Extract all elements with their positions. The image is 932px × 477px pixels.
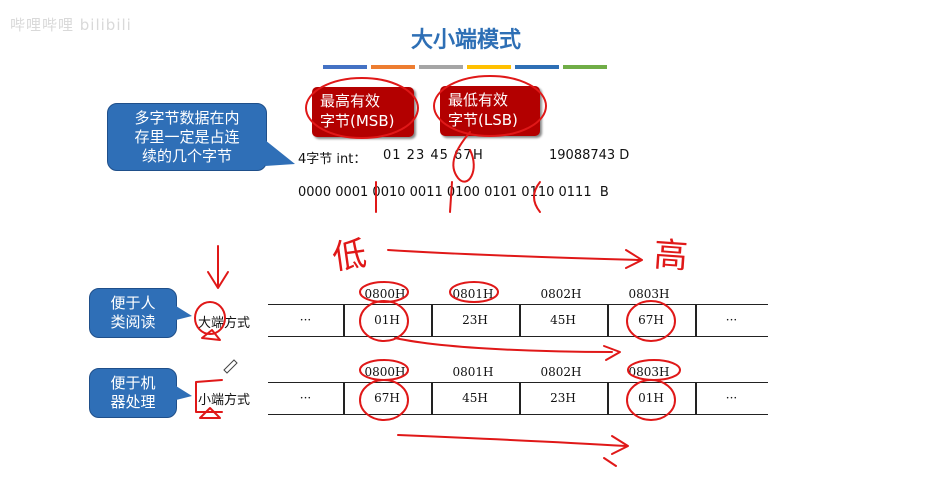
big-addr: 0802H [540,287,582,301]
callout-line: 器处理 [110,393,156,411]
bottom-arrow-tail [603,457,617,467]
callout-human: 便于人 类阅读 [89,288,177,338]
little-addr: 0803H [628,365,670,379]
title-bar-4 [467,65,511,69]
handwritten-high: 高 [652,234,690,278]
big-addr: 0803H [628,287,670,301]
title-bar-2 [371,65,415,69]
little-addr: 0801H [452,365,494,379]
int-hex-suffix: H [473,148,483,163]
memory-cell: 01H [638,391,664,405]
memory-cell: 23H [462,313,488,327]
memory-cell: ··· [725,391,738,405]
big-to-little-curve [394,337,613,353]
lsb-line: 字节(LSB) [448,111,518,129]
lsb-line: 最低有效 [448,91,509,109]
low-high-arrow [387,249,641,261]
memory-cell: 45H [462,391,488,405]
pen-cursor-icon [223,359,238,374]
int-decimal: 19088743 D [549,148,630,163]
big-addr: 0800H [364,287,406,301]
handwritten-low: 低 [329,233,370,279]
bottom-arrowhead [611,435,629,455]
lsb-box: 最低有效 字节(LSB) [440,86,540,136]
msb-line: 字节(MSB) [320,112,395,130]
memory-cell: ··· [725,313,738,327]
callout-machine: 便于机 器处理 [89,368,177,418]
memory-cell: ··· [299,313,312,327]
memory-cell: 67H [638,313,664,327]
big-addr: 0801H [452,287,494,301]
callout-line: 便于机 [110,374,156,392]
big-endian-memory-row: ··· 01H 23H 45H 67H ··· [268,304,768,337]
callout-multibyte: 多字节数据在内 存里一定是占连 续的几个字节 [107,103,267,171]
little-endian-memory-row: ··· 67H 45H 23H 01H ··· [268,382,768,415]
little-addr: 0802H [540,365,582,379]
title-bar-6 [563,65,607,69]
little-endian-label: 小端方式 [198,393,251,408]
callout-line: 类阅读 [110,313,156,331]
int-prefix: 4字节 int： [298,152,367,167]
curve-arrowhead [603,345,621,361]
slide-title: 大小端模式 [410,28,521,53]
little-addr: 0800H [364,365,406,379]
small-triangle [199,407,221,419]
callout-line: 存里一定是占连 [134,128,240,146]
callout-line: 便于人 [110,294,156,312]
callout-pointer [265,140,295,166]
title-bar-1 [323,65,367,69]
memory-cell: 23H [550,391,576,405]
memory-cell: ··· [299,391,312,405]
int-hex: 01 23 45 67 [383,148,473,163]
bottom-arrow [397,434,627,447]
callout-line: 续的几个字节 [141,147,232,165]
msb-box: 最高有效 字节(MSB) [312,87,414,137]
memory-cell: 45H [550,313,576,327]
callout-pointer [176,306,192,320]
title-bar-5 [515,65,559,69]
low-high-arrowhead [625,249,643,269]
watermark: 哔哩哔哩 bilibili [10,16,132,34]
memory-cell: 67H [374,391,400,405]
memory-cell: 01H [374,313,400,327]
big-endian-label: 大端方式 [198,316,251,331]
msb-line: 最高有效 [320,92,381,110]
title-bar-3 [419,65,463,69]
callout-pointer [176,386,192,400]
callout-line: 多字节数据在内 [134,109,240,127]
binary-line: 0000 0001 0010 0011 0100 0101 0110 0111 … [298,185,609,200]
big-triangle [201,329,221,341]
down-arrowhead [207,271,229,289]
